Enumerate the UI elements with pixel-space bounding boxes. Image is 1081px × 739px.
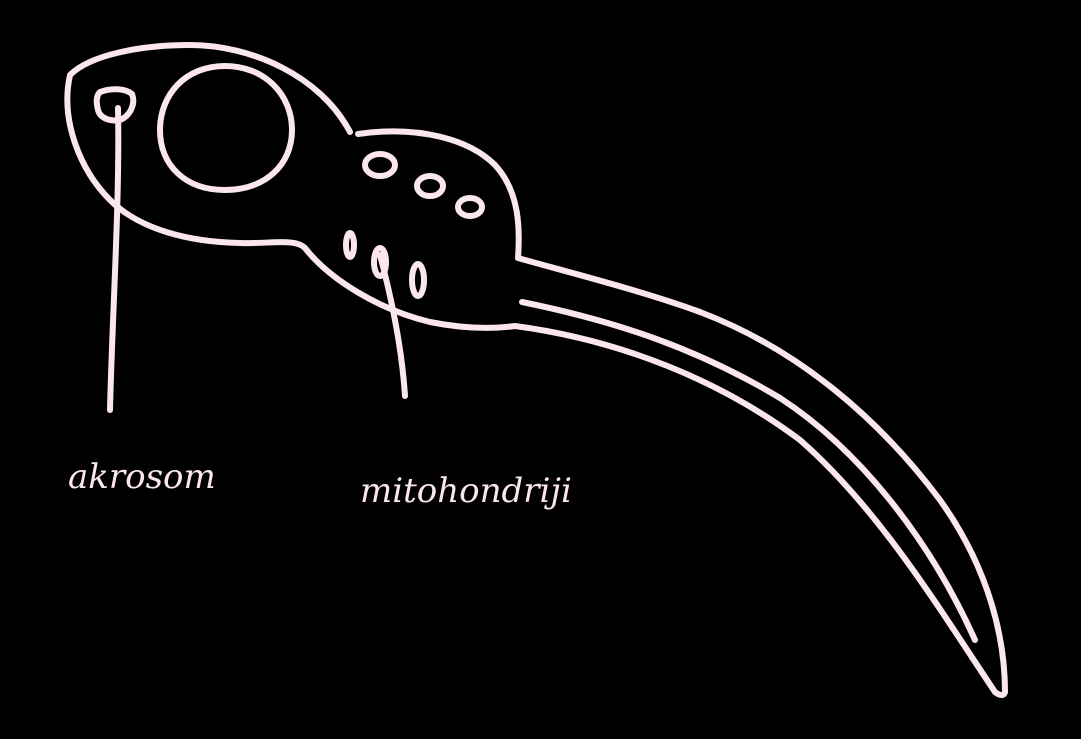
tail-tip: [992, 689, 1008, 698]
nucleus: [157, 63, 295, 193]
acrosome-leader-line: [107, 105, 122, 413]
acrosome-label: akrosom: [68, 457, 216, 497]
midpiece-outline: [355, 128, 703, 315]
mitochondrion: [371, 245, 389, 279]
head-outline: [64, 42, 518, 331]
tail-axoneme: [519, 299, 978, 643]
mitochondrion: [414, 173, 446, 199]
tail-outline-upper: [697, 309, 1008, 695]
mitochondrion: [362, 151, 398, 179]
mitochondria-leader-line: [377, 252, 408, 399]
tail-outline-lower: [512, 323, 998, 695]
mitochondrion: [343, 230, 357, 260]
acrosome: [93, 86, 137, 124]
mitochondrion: [455, 195, 485, 219]
mitochondria-label: mitohondriji: [360, 471, 572, 511]
mitochondrion: [409, 261, 427, 299]
